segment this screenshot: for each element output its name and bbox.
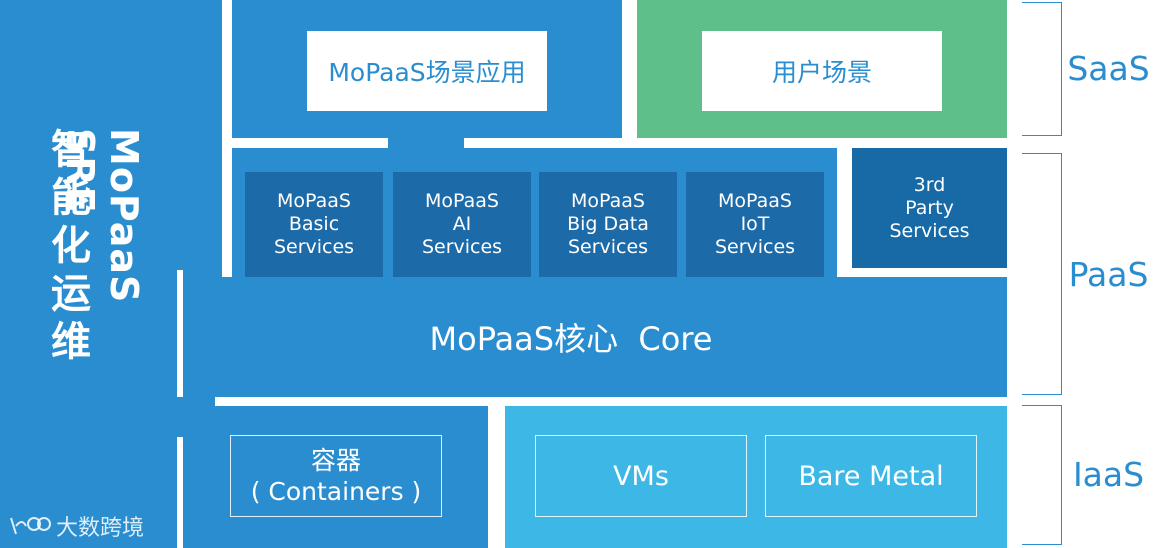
bigdata-services-box[interactable]: MoPaaS Big Data Services bbox=[539, 172, 677, 277]
iaas-containers-panel bbox=[183, 406, 488, 548]
bigdata-services-label: MoPaaS Big Data Services bbox=[567, 190, 649, 258]
core-label: MoPaaS核心 Core bbox=[429, 320, 713, 358]
paas-bracket bbox=[1022, 153, 1062, 395]
paas-label: PaaS bbox=[1068, 254, 1149, 294]
bare-metal-box[interactable]: Bare Metal bbox=[765, 435, 977, 517]
iaas-compute-panel bbox=[505, 406, 1007, 548]
bare-metal-label: Bare Metal bbox=[798, 460, 944, 492]
sre-title-zh: 智能化运维 bbox=[44, 128, 90, 368]
basic-services-box[interactable]: MoPaaS Basic Services bbox=[245, 172, 383, 277]
third-party-label: 3rd Party Services bbox=[889, 173, 970, 242]
iot-services-label: MoPaaS IoT Services bbox=[714, 190, 796, 258]
vms-label: VMs bbox=[613, 460, 669, 492]
saas-label: SaaS bbox=[1067, 48, 1150, 88]
vms-box[interactable]: VMs bbox=[535, 435, 747, 517]
iaas-label: IaaS bbox=[1072, 454, 1145, 494]
iaas-bracket bbox=[1022, 405, 1062, 545]
scene-app-box[interactable]: MoPaaS场景应用 bbox=[307, 31, 547, 111]
watermark-logo-icon bbox=[8, 514, 52, 538]
containers-en-label: ( Containers ) bbox=[250, 477, 422, 506]
ai-services-label: MoPaaS AI Services bbox=[421, 190, 503, 258]
user-scene-box[interactable]: 用户场景 bbox=[702, 31, 942, 111]
core-panel[interactable]: MoPaaS核心 Core bbox=[183, 277, 1007, 397]
watermark-text: 大数跨境 bbox=[56, 516, 145, 541]
containers-zh-label: 容器 bbox=[310, 446, 361, 475]
ai-services-box[interactable]: MoPaaS AI Services bbox=[393, 172, 531, 277]
sre-title-en: MoPaaS SRE bbox=[58, 128, 146, 304]
third-party-services-box[interactable]: 3rd Party Services bbox=[852, 148, 1007, 268]
saas-bracket bbox=[1022, 2, 1062, 136]
iot-services-box[interactable]: MoPaaS IoT Services bbox=[686, 172, 824, 277]
containers-box[interactable]: 容器 ( Containers ) bbox=[230, 435, 442, 517]
watermark: 大数跨境 bbox=[8, 510, 144, 542]
basic-services-label: MoPaaS Basic Services bbox=[273, 190, 355, 258]
